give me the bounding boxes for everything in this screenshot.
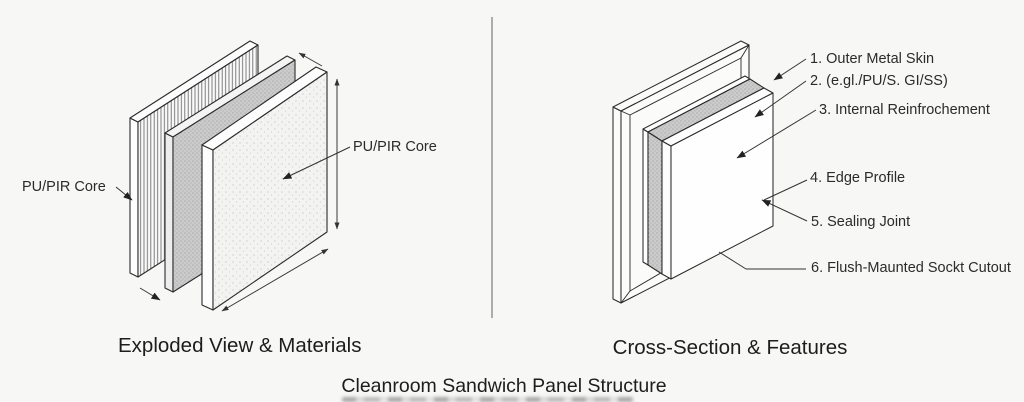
section-leader-lines bbox=[718, 58, 817, 270]
feature-label-6: 6. Flush-Maunted Sockt Cutout bbox=[811, 260, 1011, 276]
explode-arrow-bottom-icon bbox=[139, 287, 161, 301]
leader-3 bbox=[736, 109, 817, 159]
bottom-edge-artifact bbox=[342, 397, 634, 402]
leader-1 bbox=[773, 58, 807, 81]
leader-4 bbox=[763, 179, 808, 201]
feature-label-3: 3. Internal Reinfrochement bbox=[819, 102, 990, 118]
leader-5 bbox=[761, 199, 808, 222]
leader-core-left bbox=[115, 186, 133, 201]
feature-label-5: 5. Sealing Joint bbox=[811, 214, 911, 230]
exploded-leader-lines bbox=[115, 146, 351, 201]
leader-core-right bbox=[282, 146, 351, 180]
caption-exploded-view: Exploded View & Materials bbox=[118, 334, 362, 357]
explode-arrow-top-icon bbox=[298, 52, 323, 67]
figure-title: Cleanroom Sandwich Panel Structure bbox=[341, 375, 667, 397]
label-pupir-core-left: PU/PIR Core bbox=[22, 179, 106, 195]
dimension-arrows bbox=[139, 52, 340, 312]
leader-2 bbox=[754, 80, 807, 118]
caption-cross-section: Cross-Section & Features bbox=[612, 336, 848, 359]
width-dimension-line bbox=[221, 248, 329, 312]
cross-section-diagram bbox=[612, 40, 817, 304]
feature-label-4: 4. Edge Profile bbox=[810, 170, 906, 186]
label-pupir-core-right: PU/PIR Core bbox=[353, 139, 437, 155]
exploded-view-diagram bbox=[115, 40, 351, 312]
feature-label-1: 1. Outer Metal Skin bbox=[810, 51, 935, 67]
feature-label-2: 2. (e.gl./PU/S. GI/SS) bbox=[810, 73, 948, 89]
section-front-skin bbox=[661, 87, 774, 280]
leader-6 bbox=[718, 251, 806, 270]
